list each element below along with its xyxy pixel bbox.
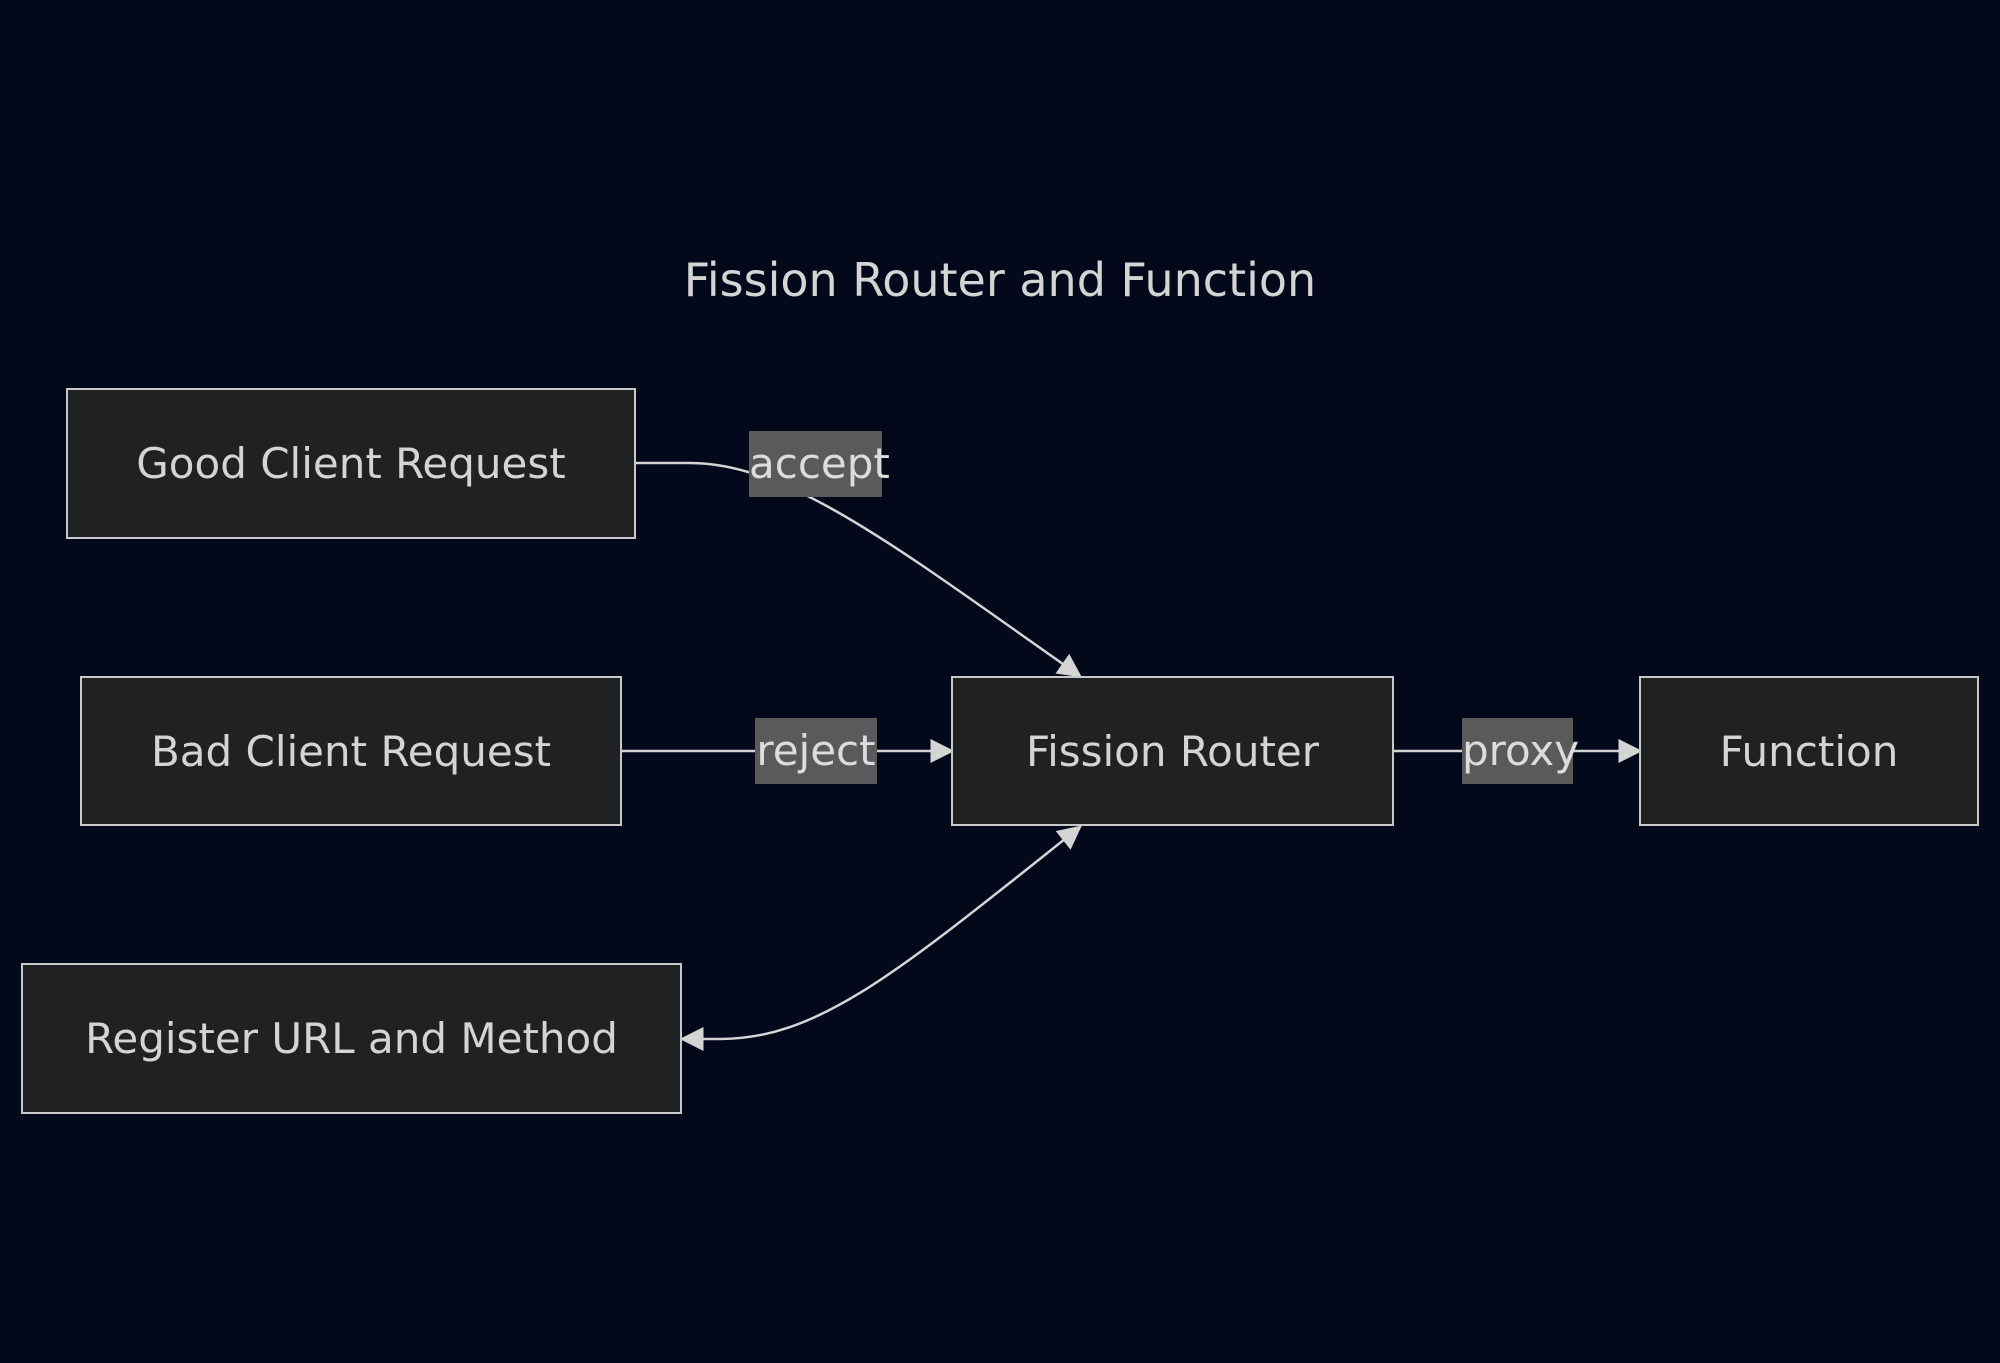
edge-label-accept: accept [749, 431, 890, 497]
node-fission-router-label: Fission Router [1025, 726, 1320, 776]
edge-label-proxy: proxy [1462, 718, 1579, 784]
node-bad-client-request-label: Bad Client Request [150, 726, 552, 776]
node-fission-router[interactable]: Fission Router [951, 676, 1394, 826]
diagram-title: Fission Router and Function [683, 253, 1317, 307]
node-register-url-and-method[interactable]: Register URL and Method [21, 963, 682, 1114]
node-function-label: Function [1719, 726, 1899, 776]
node-function[interactable]: Function [1639, 676, 1979, 826]
node-register-url-and-method-label: Register URL and Method [85, 1014, 618, 1063]
node-good-client-request-label: Good Client Request [136, 439, 566, 488]
edge-label-reject: reject [755, 718, 877, 784]
node-bad-client-request[interactable]: Bad Client Request [80, 676, 622, 826]
edge-accept-line [636, 461, 1082, 678]
node-good-client-request[interactable]: Good Client Request [66, 388, 636, 539]
edge-register-line [679, 825, 1082, 1051]
